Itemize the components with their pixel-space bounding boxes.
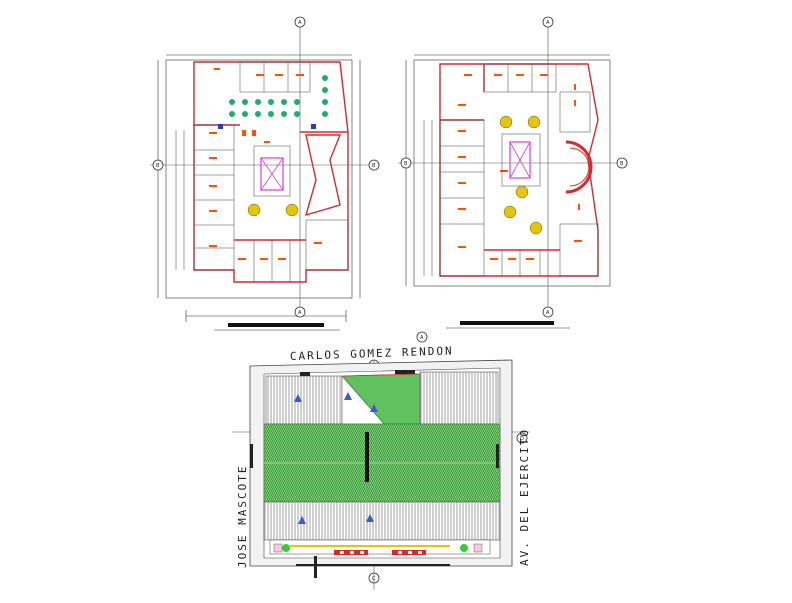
svg-text:A: A bbox=[298, 20, 302, 26]
floor-plan-right: A A B B bbox=[398, 16, 628, 318]
axis-tag-left-s: A bbox=[294, 306, 306, 318]
svg-text:A: A bbox=[546, 310, 550, 316]
furniture-right bbox=[458, 74, 582, 260]
axis-tag-right-e: B bbox=[616, 157, 628, 169]
site-plan: A C C D CARLOS GOMEZ RENDON JOSE MASCOTE… bbox=[232, 331, 531, 590]
axis-tag-left-e: B bbox=[368, 159, 380, 171]
svg-text:B: B bbox=[156, 163, 160, 169]
dining-tables-left bbox=[229, 75, 328, 117]
axis-tag-left-n: A bbox=[294, 16, 306, 28]
svg-text:A: A bbox=[420, 335, 424, 341]
svg-text:A: A bbox=[298, 310, 302, 316]
svg-text:A: A bbox=[546, 20, 550, 26]
svg-text:B: B bbox=[404, 161, 408, 167]
level-markers bbox=[294, 392, 378, 524]
street-label-west: JOSE MASCOTE bbox=[236, 465, 249, 568]
staircase-right bbox=[509, 141, 531, 179]
axis-tag-site-n: A bbox=[416, 331, 428, 343]
roof-north-west bbox=[265, 375, 343, 425]
axis-tag-right-n: A bbox=[542, 16, 554, 28]
axis-tag-left-w: B bbox=[152, 159, 164, 171]
furniture-left bbox=[209, 68, 322, 260]
svg-text:B: B bbox=[372, 163, 376, 169]
axis-tag-site-e: D bbox=[516, 432, 528, 444]
curved-stair-right bbox=[565, 140, 593, 194]
street-label-east: AV. DEL EJERCITO bbox=[518, 428, 531, 566]
street-label-north: CARLOS GOMEZ RENDON bbox=[290, 344, 454, 363]
axis-tag-right-s: A bbox=[542, 306, 554, 318]
scale-bar-left bbox=[228, 323, 324, 327]
scale-bar-right bbox=[460, 321, 554, 325]
round-tables-right bbox=[499, 115, 543, 235]
axis-tag-right-w: B bbox=[400, 157, 412, 169]
svg-text:B: B bbox=[620, 161, 624, 167]
floor-plan-left: A A B B bbox=[150, 16, 380, 322]
roof-north-east bbox=[419, 371, 499, 425]
staircase-left bbox=[260, 157, 284, 191]
svg-text:D: D bbox=[520, 436, 524, 442]
round-tables-left bbox=[247, 203, 299, 217]
roof-south bbox=[263, 501, 501, 541]
